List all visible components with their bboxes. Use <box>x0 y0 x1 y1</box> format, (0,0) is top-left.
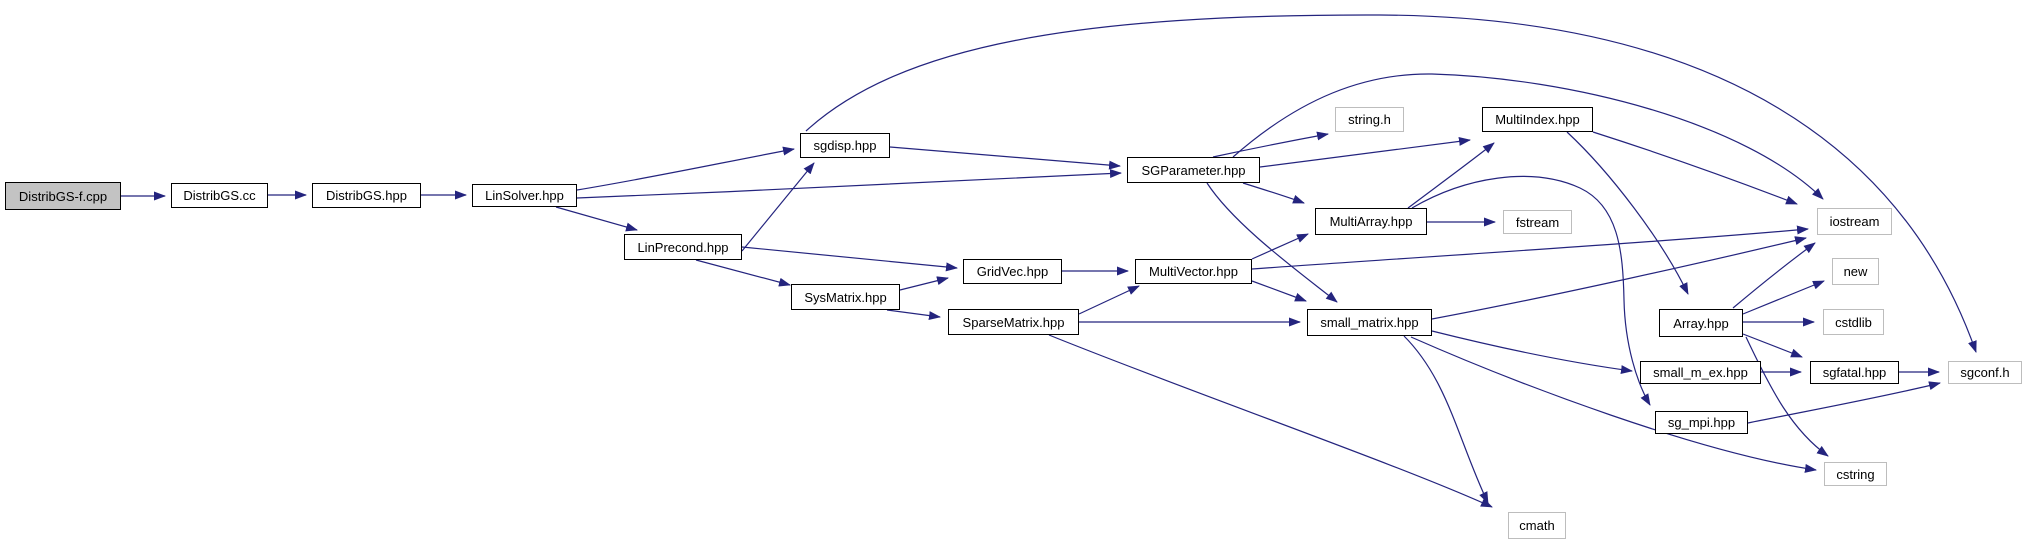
edge-sgparameter-hpp-to-small-matrix-hpp <box>1206 182 1338 303</box>
node-cstring: cstring <box>1824 462 1887 486</box>
edge-small-matrix-hpp-to-cstring <box>1410 336 1817 473</box>
node-sgfatal-hpp[interactable]: sgfatal.hpp <box>1810 361 1899 384</box>
edge-linsolver-hpp-to-linprecond-hpp <box>555 206 638 232</box>
edge-sysmatrix-hpp-to-gridvec-hpp <box>899 276 949 291</box>
edge-array-hpp-to-cstring <box>1745 336 1829 457</box>
edge-small-matrix-hpp-to-iostream <box>1431 236 1807 320</box>
edge-sparsematrix-hpp-to-cmath <box>1048 334 1493 508</box>
node-sgdisp-hpp[interactable]: sgdisp.hpp <box>800 133 890 158</box>
edge-array-hpp-to-iostream <box>1732 242 1816 309</box>
node-distribgs-hpp[interactable]: DistribGS.hpp <box>312 183 421 208</box>
edge-multiindex-hpp-to-iostream <box>1592 131 1798 205</box>
node-distribgs-f-cpp[interactable]: DistribGS-f.cpp <box>5 182 121 210</box>
edge-sparsematrix-hpp-to-multivector-hpp <box>1078 285 1140 315</box>
edge-multiarray-hpp-to-sg-mpi-hpp <box>1411 175 1651 406</box>
edge-linsolver-hpp-to-sgdisp-hpp <box>576 146 795 191</box>
node-new: new <box>1832 258 1879 285</box>
edge-sgparameter-hpp-to-string-h <box>1212 131 1329 158</box>
edge-sg-mpi-hpp-to-sgconf-h <box>1747 381 1941 424</box>
edge-sgdisp-hpp-to-sgconf-h <box>805 14 1977 353</box>
node-cstdlib: cstdlib <box>1823 309 1884 335</box>
edge-multivector-hpp-to-small-matrix-hpp <box>1251 280 1307 302</box>
node-distribgs-cc[interactable]: DistribGS.cc <box>171 183 268 208</box>
edge-sgparameter-hpp-to-iostream <box>1232 73 1824 200</box>
node-small-m-ex-hpp[interactable]: small_m_ex.hpp <box>1640 361 1761 384</box>
edge-array-hpp-to-new <box>1742 280 1825 315</box>
node-array-hpp[interactable]: Array.hpp <box>1659 309 1743 337</box>
node-multiarray-hpp[interactable]: MultiArray.hpp <box>1315 208 1427 235</box>
edge-linprecond-hpp-to-sgdisp-hpp <box>741 162 815 252</box>
edge-multivector-hpp-to-iostream <box>1251 225 1809 270</box>
node-sg-mpi-hpp[interactable]: sg_mpi.hpp <box>1655 411 1748 434</box>
edge-multivector-hpp-to-multiarray-hpp <box>1251 233 1309 260</box>
node-gridvec-hpp[interactable]: GridVec.hpp <box>963 259 1062 284</box>
edge-linprecond-hpp-to-gridvec-hpp <box>741 246 958 272</box>
edge-sgparameter-hpp-to-multiindex-hpp <box>1259 136 1471 168</box>
node-multiindex-hpp[interactable]: MultiIndex.hpp <box>1482 107 1593 132</box>
edge-linsolver-hpp-to-sgparameter-hpp <box>576 169 1122 199</box>
edge-small-matrix-hpp-to-cmath <box>1403 335 1489 504</box>
node-sgconf-h: sgconf.h <box>1948 361 2022 384</box>
node-sysmatrix-hpp[interactable]: SysMatrix.hpp <box>791 284 900 310</box>
node-cmath: cmath <box>1508 512 1566 539</box>
edge-sgdisp-hpp-to-sgparameter-hpp <box>889 146 1121 170</box>
node-multivector-hpp[interactable]: MultiVector.hpp <box>1135 259 1252 284</box>
edges-group <box>121 14 1977 508</box>
node-iostream: iostream <box>1817 208 1892 235</box>
node-linsolver-hpp[interactable]: LinSolver.hpp <box>472 184 577 207</box>
edge-sysmatrix-hpp-to-sparsematrix-hpp <box>886 309 941 321</box>
node-linprecond-hpp[interactable]: LinPrecond.hpp <box>624 234 742 260</box>
node-string-h: string.h <box>1335 107 1404 132</box>
edge-multiarray-hpp-to-multiindex-hpp <box>1407 142 1495 209</box>
node-sparsematrix-hpp[interactable]: SparseMatrix.hpp <box>948 309 1079 335</box>
edge-array-hpp-to-sgfatal-hpp <box>1742 333 1803 358</box>
node-small-matrix-hpp[interactable]: small_matrix.hpp <box>1307 309 1432 336</box>
edge-small-matrix-hpp-to-small-m-ex-hpp <box>1431 330 1633 374</box>
edge-multiindex-hpp-to-array-hpp <box>1566 131 1689 295</box>
edge-linprecond-hpp-to-sysmatrix-hpp <box>695 259 791 287</box>
edge-sgparameter-hpp-to-multiarray-hpp <box>1242 182 1305 204</box>
node-fstream: fstream <box>1503 210 1572 234</box>
node-sgparameter-hpp[interactable]: SGParameter.hpp <box>1127 157 1260 183</box>
